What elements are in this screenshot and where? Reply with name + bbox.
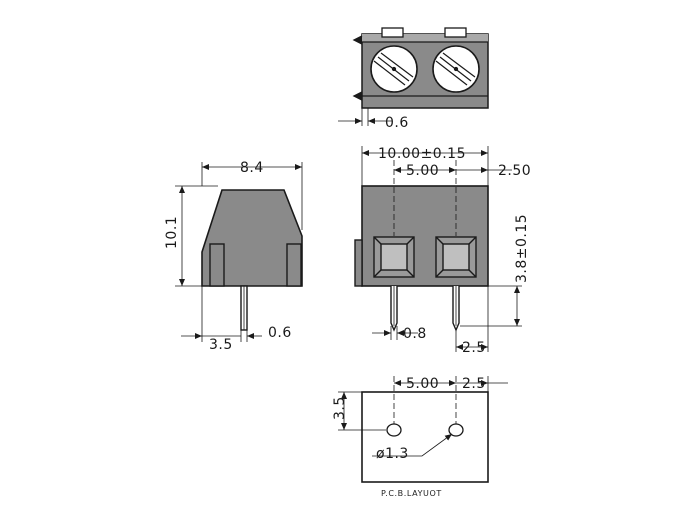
dim-front-pin-width: 0.8 [403, 326, 427, 342]
top-view-notch-lower [352, 91, 363, 101]
side-view-slot-right [286, 243, 302, 287]
dim-front-pitch: 5.00 [406, 163, 439, 179]
dim-pcb-edge: 2.5 [462, 376, 486, 392]
dim-side-pin-thickness: 0.6 [268, 325, 292, 341]
dim-top-0.6: 0.6 [385, 115, 409, 131]
screw-head-left [370, 45, 418, 93]
dim-pcb-pitch: 5.00 [406, 376, 439, 392]
dim-front-overall: 10.00±0.15 [378, 146, 466, 162]
dim-front-pin-height: 3.8±0.15 [514, 214, 530, 283]
pcb-hole-left [386, 423, 402, 437]
side-view-slot-left [209, 243, 225, 287]
pcb-layout [338, 376, 508, 483]
hole-leader [372, 433, 453, 457]
wire-entry-right [435, 236, 477, 278]
top-view-tab-right [444, 27, 467, 38]
top-view-tab-left [381, 27, 404, 38]
top-view-notch-upper [352, 35, 363, 45]
dim-side-height: 10.1 [164, 216, 180, 249]
side-view-body [201, 189, 303, 287]
dim-pcb-hole: ø1.3 [376, 446, 409, 462]
pcb-layout-caption: P.C.B.LAYUOT [381, 489, 442, 498]
dim-front-edge: 2.50 [498, 163, 531, 179]
dim-pcb-row: 3.5 [332, 396, 348, 420]
dim-side-pin-offset: 3.5 [209, 337, 233, 353]
dim-side-width: 8.4 [240, 160, 264, 176]
dim-front-pin-edge: 2.5 [462, 340, 486, 356]
pcb-outline [361, 391, 489, 483]
side-view [175, 162, 303, 342]
front-view-side-tab [354, 239, 363, 287]
screw-head-right [432, 45, 480, 93]
front-view [354, 146, 522, 352]
top-view [338, 27, 489, 126]
wire-entry-left [373, 236, 415, 278]
